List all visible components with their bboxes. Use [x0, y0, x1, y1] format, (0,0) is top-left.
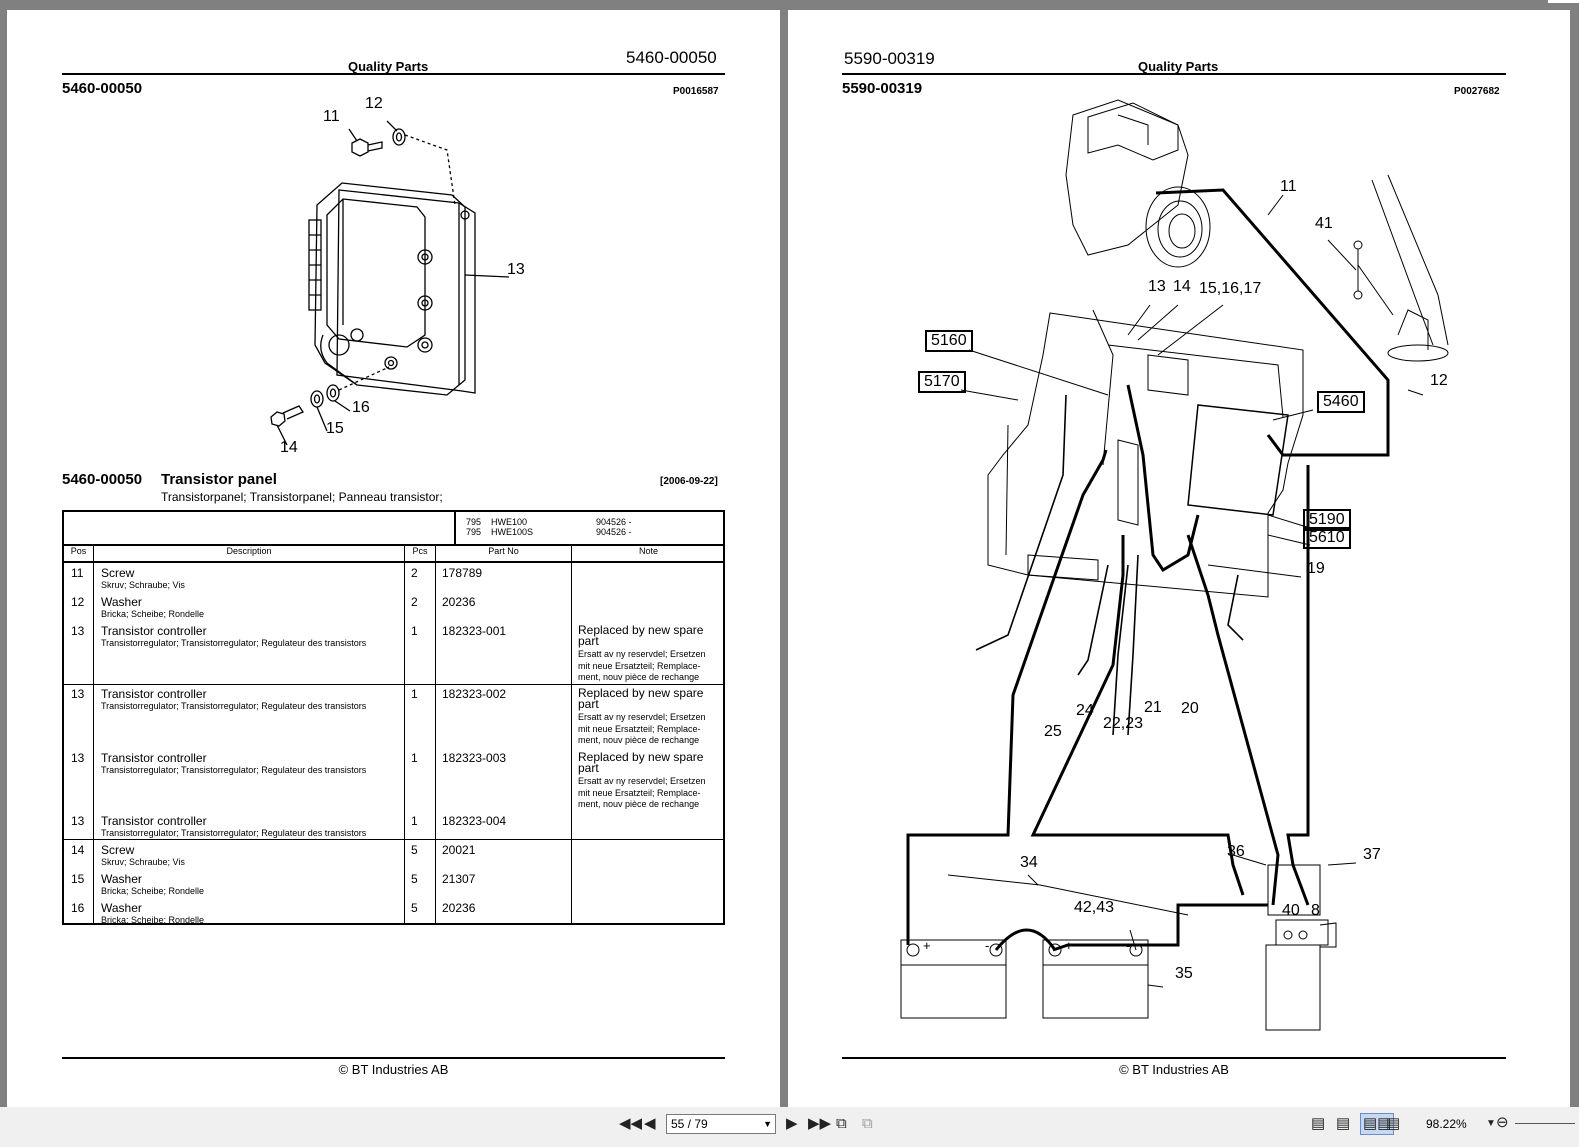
zoom-dropdown-icon[interactable]: ▼: [1486, 1118, 1496, 1129]
col-pcs-header: Pcs: [412, 546, 428, 556]
callout-16: 16: [352, 399, 370, 416]
section-title: Transistor panel: [161, 471, 277, 488]
sub-number: 5590-00319: [842, 80, 923, 97]
section-number: 5460-00050: [62, 471, 143, 488]
callout-15-16-17: 15,16,17: [1199, 280, 1262, 297]
zoom-out-icon[interactable]: ⊖: [1496, 1114, 1509, 1131]
callout-8: 8: [1311, 902, 1320, 919]
transistor-panel-drawing: [270, 120, 510, 446]
footer-copyright: © BT Industries AB: [338, 1062, 449, 1077]
footer-copyright: © BT Industries AB: [1119, 1062, 1229, 1077]
model-line-2: 795 HWE100S: [466, 527, 534, 537]
col-partno-header: Part No: [488, 546, 519, 556]
callout-11: 11: [1280, 178, 1297, 195]
drawing-id: P0016587: [673, 86, 719, 97]
chevron-down-icon: ▼: [763, 1119, 772, 1129]
callout-40: 40: [1282, 902, 1300, 919]
go-back-icon[interactable]: ⧉: [836, 1115, 847, 1132]
callout-21: 21: [1144, 699, 1162, 716]
header-center-title: Quality Parts: [1138, 59, 1219, 74]
battery-plus-1: +: [923, 938, 931, 953]
left-page: Quality Parts 5460-00050 5460-00050 P001…: [7, 10, 780, 1107]
model-line-1: 795 HWE100: [466, 517, 528, 527]
callout-22-23: 22,23: [1103, 715, 1144, 732]
callout-42-43: 42,43: [1074, 899, 1115, 916]
viewer-toolbar: ◀◀ ◀ 55 / 79 ▼ ▶ ▶▶ ⧉ ⧉ ▤ ▤ ▤▤ ▤ 98.22% …: [0, 1107, 1579, 1147]
header-rule: [62, 73, 725, 75]
single-page-view-icon[interactable]: ▤: [1311, 1115, 1326, 1132]
parts-table: 795 HWE100 904526 - 795 HWE100S 904526 -…: [62, 510, 725, 925]
callout-14: 14: [1173, 278, 1191, 295]
callout-35: 35: [1175, 965, 1193, 982]
callout-11: 11: [323, 108, 340, 125]
footer-rule: [62, 1057, 725, 1059]
callout-36: 36: [1227, 843, 1245, 860]
drawing-id: P0027682: [1454, 86, 1500, 97]
callout-20: 20: [1181, 700, 1199, 717]
callout-25: 25: [1044, 723, 1062, 740]
header-number: 5590-00319: [844, 49, 935, 68]
callout-12: 12: [1430, 372, 1448, 389]
battery-plus-2: +: [1065, 938, 1073, 953]
sub-number: 5460-00050: [62, 80, 143, 97]
zoom-level[interactable]: 98.22%: [1426, 1117, 1467, 1131]
callout-37: 37: [1363, 846, 1381, 863]
section-subtitle: Transistorpanel; Transistorpanel; Pannea…: [161, 490, 443, 504]
model-serial-2: 904526 -: [596, 527, 632, 537]
first-page-icon[interactable]: ◀◀: [619, 1115, 643, 1132]
ref-box-5610: 5610: [1303, 527, 1351, 549]
callout-13: 13: [507, 261, 525, 278]
battery-minus-1: -: [985, 938, 990, 953]
battery-minus-2: -: [1126, 938, 1131, 953]
callout-12: 12: [365, 95, 383, 112]
models-row: 795 HWE100 904526 - 795 HWE100S 904526 -: [64, 512, 723, 546]
callout-19: 19: [1307, 560, 1325, 577]
right-page: 5590-00319 Quality Parts 5590-00319 P002…: [788, 10, 1570, 1107]
section-date: [2006-09-22]: [660, 476, 718, 487]
continuous-view-icon[interactable]: ▤: [1336, 1115, 1351, 1132]
continuous-facing-view-icon[interactable]: ▤: [1386, 1115, 1401, 1132]
ref-box-5170: 5170: [918, 371, 966, 393]
col-pos-header: Pos: [70, 546, 87, 556]
ref-box-5190: 5190: [1303, 509, 1351, 531]
facing-pages-view-icon[interactable]: ▤▤: [1360, 1113, 1395, 1135]
go-forward-icon[interactable]: ⧉: [862, 1115, 873, 1132]
page-selector[interactable]: 55 / 79 ▼: [666, 1114, 776, 1134]
callout-34: 34: [1020, 854, 1038, 871]
wiring-harness-drawing: [900, 99, 1449, 1031]
callout-13: 13: [1148, 278, 1166, 295]
model-serial-1: 904526 -: [596, 517, 632, 527]
callout-24: 24: [1076, 702, 1094, 719]
ref-box-5460: 5460: [1317, 391, 1365, 413]
callout-41: 41: [1315, 215, 1333, 232]
ref-box-5160: 5160: [925, 330, 973, 352]
callout-15: 15: [326, 420, 344, 437]
header-number: 5460-00050: [626, 48, 717, 67]
footer-rule: [842, 1057, 1506, 1059]
window-edge: [1548, 0, 1579, 3]
header-rule: [842, 73, 1506, 75]
zoom-slider[interactable]: [1515, 1123, 1575, 1124]
col-note-header: Note: [638, 546, 658, 556]
callout-14: 14: [280, 439, 298, 456]
header-center-title: Quality Parts: [348, 59, 429, 74]
previous-page-icon[interactable]: ◀: [644, 1115, 656, 1132]
last-page-icon[interactable]: ▶▶: [808, 1115, 832, 1132]
next-page-icon[interactable]: ▶: [786, 1115, 798, 1132]
col-description-header: Description: [226, 546, 272, 556]
